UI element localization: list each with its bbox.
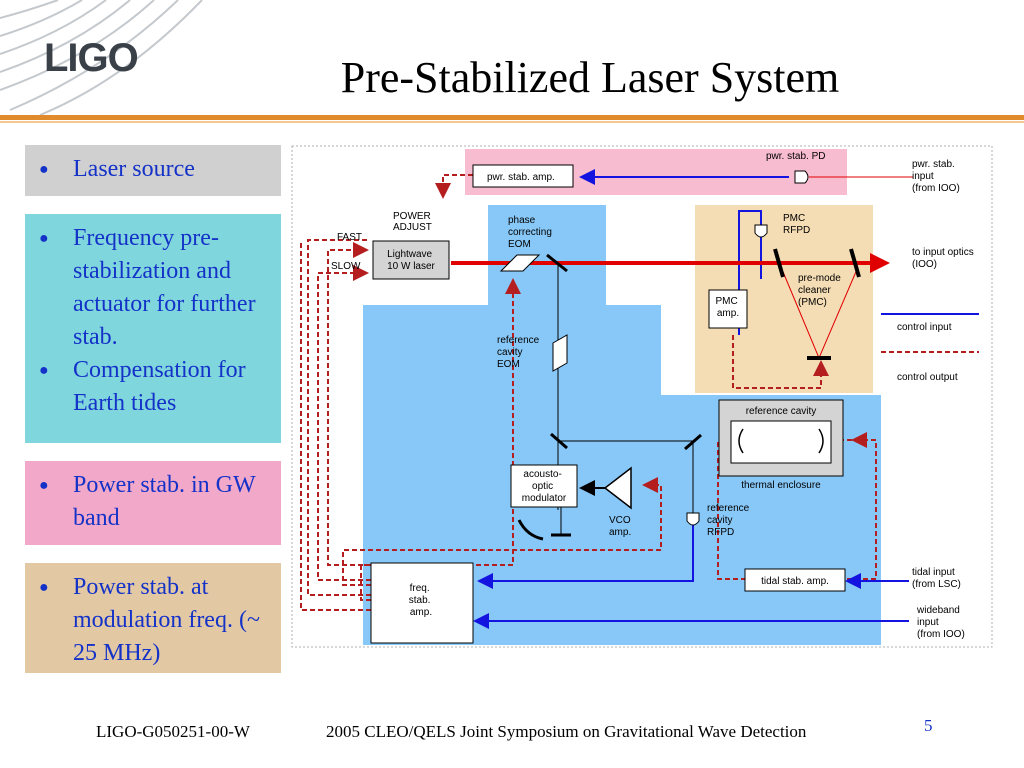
frequency-stab-region <box>363 205 881 645</box>
slow-label: SLOW <box>331 261 361 272</box>
footer-conference: 2005 CLEO/QELS Joint Symposium on Gravit… <box>326 722 807 741</box>
legend-control-input: control input <box>897 322 952 333</box>
bullet-item: Frequency pre-stabilization and actuator… <box>39 222 271 354</box>
bullet-box-frequency: Frequency pre-stabilization and actuator… <box>25 214 281 443</box>
ref-cavity-rfpd-label: reference cavity RFPD <box>707 503 752 538</box>
page-number: 5 <box>924 716 933 735</box>
pwr-stab-amp-label: pwr. stab. amp. <box>487 172 555 183</box>
title-divider <box>0 115 1024 120</box>
psl-diagram: pwr. stab. PD pwr. stab. amp. pwr. stab.… <box>291 145 993 648</box>
bullet-item: Compensation for Earth tides <box>39 354 271 420</box>
steering-mirror <box>546 253 568 273</box>
cavity-mirror-right <box>818 428 824 454</box>
phase-eom-crystal <box>499 254 541 272</box>
slow-line <box>317 265 371 581</box>
pmc-rfpd-line <box>738 210 762 335</box>
ref-cavity-rfpd-icon <box>686 512 700 526</box>
thermal-enclosure-label: thermal enclosure <box>741 480 821 491</box>
reference-cavity-label: reference cavity <box>746 406 817 417</box>
pwr-stab-pd-icon <box>794 170 809 184</box>
freq-stab-amp-label: freq. stab. amp. <box>409 583 433 618</box>
title-divider-light <box>0 121 1024 123</box>
pmc-amp-label: PMC amp. <box>715 296 740 319</box>
pmc-input-mirror <box>773 248 785 278</box>
pmc-rfpd-icon <box>754 224 768 238</box>
extra-line <box>300 241 371 611</box>
bullet-item: Power stab. at modulation freq. (~ 25 MH… <box>39 571 271 670</box>
ref-cavity-mirror <box>684 433 702 451</box>
aom-mirror <box>550 432 568 450</box>
laser-label: Lightwave 10 W laser <box>387 249 435 272</box>
freq-stab-amp-box <box>370 562 474 644</box>
vco-drive-line <box>342 477 662 586</box>
power-adjust-line <box>435 174 481 199</box>
pmc-drive-line <box>732 335 829 389</box>
vco-amp-triangle <box>603 466 632 510</box>
pmc-rfpd-label: PMC RFPD <box>783 213 810 236</box>
to-input-optics-label: to input optics (IOO) <box>912 247 977 270</box>
tidal-input-label: tidal input (from LSC) <box>912 567 961 590</box>
fast-label: FAST <box>337 232 362 243</box>
power-adjust-label: POWER ADJUST <box>393 211 434 233</box>
tidal-stab-amp-box <box>744 568 846 592</box>
aom-label: acousto- optic modulator <box>522 469 567 504</box>
fast-line <box>327 242 371 566</box>
fast-wide-line <box>307 239 371 596</box>
bullet-item: Laser source <box>39 153 271 186</box>
phase-eom-label: phase correcting EOM <box>508 215 555 250</box>
pwr-stab-input-label: pwr. stab. input (from IOO) <box>912 159 960 194</box>
vco-amp-label: VCO amp. <box>609 515 633 538</box>
logo-arcs <box>0 0 203 115</box>
aom-box <box>510 464 578 508</box>
legend-control-output: control output <box>897 372 958 383</box>
footer-doc-id: LIGO-G050251-00-W <box>96 722 250 741</box>
reference-cavity-box <box>730 420 832 464</box>
ref-rfpd-line <box>477 520 694 589</box>
pmc-amp-box <box>708 289 748 329</box>
cavity-mirror-left <box>738 428 744 454</box>
bullet-item: Power stab. in GW band <box>39 469 271 535</box>
pwr-stab-amp-box <box>472 164 574 188</box>
ref-cavity-eom-crystal <box>552 334 568 372</box>
tidal-stab-amp-label: tidal stab. amp. <box>761 576 829 587</box>
curved-mirror <box>517 519 544 541</box>
pmc-label: pre-mode cleaner (PMC) <box>798 273 844 308</box>
ref-cavity-eom-label: reference cavity EOM <box>497 335 542 370</box>
wideband-input-label: wideband input (from IOO) <box>916 605 965 640</box>
bullet-box-gw-power: Power stab. in GW band <box>25 461 281 545</box>
laser-box <box>372 240 450 280</box>
pwr-stab-pd-label: pwr. stab. PD <box>766 151 825 162</box>
bullet-box-laser-source: Laser source <box>25 145 281 196</box>
pmc-output-mirror <box>849 248 861 278</box>
ligo-logo: LIGO <box>44 36 139 80</box>
slide-title: Pre-Stabilized Laser System <box>340 53 840 102</box>
bullet-box-mod-power: Power stab. at modulation freq. (~ 25 MH… <box>25 563 281 673</box>
